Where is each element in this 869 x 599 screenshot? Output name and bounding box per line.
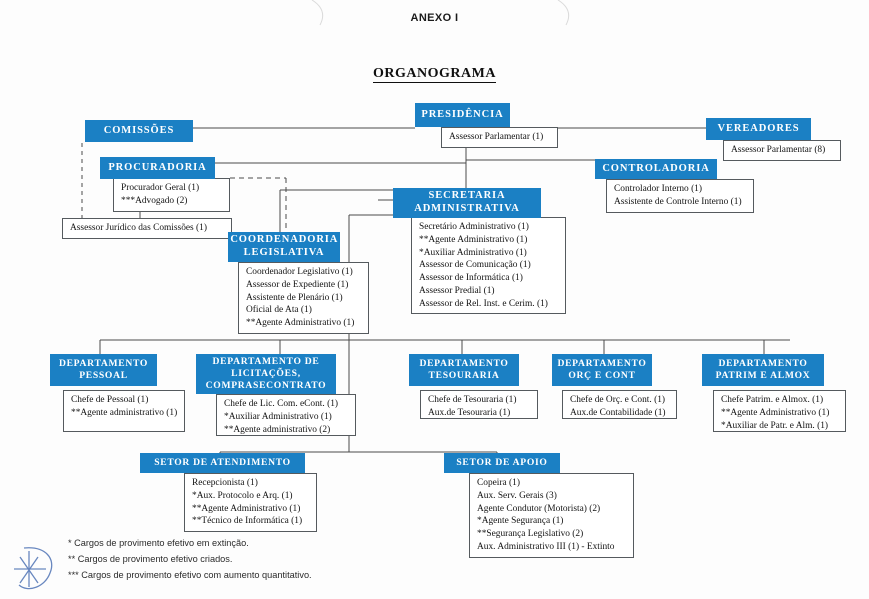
annex-label: ANEXO I	[410, 12, 459, 24]
node-secretaria-administrativa-header[interactable]: SECRETARIA ADMINISTRATIVA	[393, 188, 541, 218]
node-vereadores-list: Assessor Parlamentar (8)	[723, 140, 841, 161]
node-departamento-patrim-almox-list: Chefe Patrim. e Almox. (1) **Agente Admi…	[713, 390, 846, 432]
node-procuradoria-header[interactable]: PROCURADORIA	[100, 157, 215, 179]
list-item: Copeira (1)	[477, 478, 520, 488]
footnote-triple-asterisk: *** Cargos de provimento efetivo com aum…	[68, 569, 312, 580]
node-setor-apoio-title: SETOR DE APOIO	[456, 457, 548, 469]
node-departamento-tesouraria-header[interactable]: DEPARTAMENTO TESOURARIA	[409, 354, 519, 386]
list-item: Assessor Predial (1)	[419, 285, 495, 296]
list-item: *Auxiliar Administrativo (1)	[419, 247, 527, 258]
list-item: Coordenador Legislativo (1)	[246, 267, 353, 277]
list-item: **Agente Administrativo (1)	[419, 234, 528, 245]
list-item: Oficial de Ata (1)	[246, 305, 312, 316]
list-item: Assistente de Controle Interno (1)	[614, 196, 742, 207]
list-item: *Agente Segurança (1)	[477, 516, 564, 527]
node-comissoes-header[interactable]: COMISSÕES	[85, 120, 193, 142]
node-departamento-pessoal-title: DEPARTAMENTO PESSOAL	[58, 358, 149, 381]
node-comissoes-title: COMISSÕES	[103, 124, 175, 136]
node-setor-atendimento-header[interactable]: SETOR DE ATENDIMENTO	[140, 453, 305, 473]
list-item: Aux.de Tesouraria (1)	[428, 407, 511, 418]
list-item: Assessor de Rel. Inst. e Cerim. (1)	[419, 298, 548, 309]
node-setor-atendimento-list: Recepcionista (1) *Aux. Protocolo e Arq.…	[184, 473, 317, 533]
footnote-double-asterisk: ** Cargos de provimento efetivo criados.	[68, 553, 233, 564]
list-item: **Agente administrativo (1)	[71, 407, 178, 418]
node-setor-apoio-header[interactable]: SETOR DE APOIO	[444, 453, 560, 473]
list-item: Chefe de Tesouraria (1)	[428, 395, 517, 405]
node-secretaria-administrativa-title: SECRETARIA ADMINISTRATIVA	[414, 190, 520, 214]
list-item: **Agente administrativo (2)	[224, 424, 331, 435]
node-comissoes-list: Assessor Jurídico das Comissões (1)	[62, 218, 232, 239]
list-item: Recepcionista (1)	[192, 478, 258, 488]
list-item: Procurador Geral (1)	[121, 183, 200, 193]
node-vereadores-title: VEREADORES	[717, 122, 800, 134]
list-item: Assessor Jurídico das Comissões (1)	[70, 223, 207, 233]
list-item: *Auxiliar de Patr. e Alm. (1)	[721, 420, 829, 431]
list-item: Assessor Parlamentar (1)	[449, 132, 544, 142]
list-item: **Agente Administrativo (1)	[721, 407, 830, 418]
page-title: ORGANOGRAMA	[0, 66, 869, 83]
node-departamento-pessoal-list: Chefe de Pessoal (1) **Agente administra…	[63, 390, 185, 432]
node-controladoria-list: Controlador Interno (1) Assistente de Co…	[606, 179, 754, 213]
list-item: Aux.de Contabilidade (1)	[570, 407, 666, 418]
scan-artifact-arc-right	[557, 0, 570, 26]
node-departamento-patrim-almox-header[interactable]: DEPARTAMENTO PATRIM E ALMOX	[702, 354, 824, 386]
list-item: **Agente Administrativo (1)	[246, 318, 355, 329]
list-item: Aux. Serv. Gerais (3)	[477, 490, 557, 501]
list-item: Assessor de Expediente (1)	[246, 279, 349, 290]
node-presidencia-list: Assessor Parlamentar (1)	[441, 127, 558, 148]
node-setor-apoio-list: Copeira (1) Aux. Serv. Gerais (3) Agente…	[469, 473, 634, 558]
list-item: Chefe de Pessoal (1)	[71, 395, 149, 405]
list-item: **Técnico de Informática (1)	[192, 516, 303, 527]
list-item: Chefe Patrim. e Almox. (1)	[721, 395, 824, 405]
node-departamento-tesouraria-list: Chefe de Tesouraria (1) Aux.de Tesourari…	[420, 390, 538, 419]
node-departamento-licitacoes-header[interactable]: DEPARTAMENTO DE LICITAÇÕES, COMPRASECONT…	[196, 354, 336, 394]
node-presidencia-title: PRESIDÊNCIA	[421, 108, 504, 120]
node-secretaria-administrativa-list: Secretário Administrativo (1) **Agente A…	[411, 217, 566, 315]
node-departamento-licitacoes-title: DEPARTAMENTO DE LICITAÇÕES, COMPRASECONT…	[205, 356, 327, 391]
list-item: Secretário Administrativo (1)	[419, 222, 529, 232]
list-item: **Agente Administrativo (1)	[192, 503, 301, 514]
list-item: Agente Condutor (Motorista) (2)	[477, 503, 601, 514]
list-item: Chefe de Orç. e Cont. (1)	[570, 395, 666, 405]
node-departamento-licitacoes-list: Chefe de Lic. Com. eCont. (1) *Auxiliar …	[216, 394, 356, 436]
list-item: Controlador Interno (1)	[614, 184, 702, 194]
page-title-text: ORGANOGRAMA	[373, 66, 496, 83]
list-item: Chefe de Lic. Com. eCont. (1)	[224, 399, 339, 409]
node-controladoria-title: CONTROLADORIA	[602, 162, 710, 174]
list-item: *Auxiliar Administrativo (1)	[224, 411, 332, 422]
list-item: Aux. Administrativo III (1) - Extinto	[477, 541, 615, 552]
node-departamento-patrim-almox-title: DEPARTAMENTO PATRIM E ALMOX	[715, 358, 811, 381]
list-item: Assessor de Informática (1)	[419, 273, 523, 284]
signature-stamp-icon	[14, 547, 53, 590]
node-departamento-tesouraria-title: DEPARTAMENTO TESOURARIA	[419, 358, 509, 381]
node-procuradoria-list: Procurador Geral (1) ***Advogado (2)	[113, 178, 230, 212]
list-item: Assessor de Comunicação (1)	[419, 260, 531, 271]
node-departamento-pessoal-header[interactable]: DEPARTAMENTO PESSOAL	[50, 354, 157, 386]
node-vereadores-header[interactable]: VEREADORES	[706, 118, 811, 140]
node-coordenadoria-legislativa-title: COORDENADORIA LEGISLATIVA	[230, 234, 339, 258]
node-setor-atendimento-title: SETOR DE ATENDIMENTO	[154, 457, 291, 469]
list-item: Assistente de Plenário (1)	[246, 292, 343, 303]
node-departamento-orc-cont-header[interactable]: DEPARTAMENTO ORÇ E CONT	[552, 354, 652, 386]
node-procuradoria-title: PROCURADORIA	[108, 161, 207, 173]
list-item: *Aux. Protocolo e Arq. (1)	[192, 490, 293, 501]
list-item: ***Advogado (2)	[121, 195, 188, 206]
list-item: **Segurança Legislativo (2)	[477, 529, 584, 540]
footnotes: * Cargos de provimento efetivo em extinç…	[68, 536, 312, 583]
scan-artifact-arc-left	[311, 0, 324, 26]
node-coordenadoria-legislativa-list: Coordenador Legislativo (1) Assessor de …	[238, 262, 369, 334]
node-departamento-orc-cont-title: DEPARTAMENTO ORÇ E CONT	[557, 358, 647, 381]
footnote-single-asterisk: * Cargos de provimento efetivo em extinç…	[68, 538, 249, 548]
node-departamento-orc-cont-list: Chefe de Orç. e Cont. (1) Aux.de Contabi…	[562, 390, 677, 419]
list-item: Assessor Parlamentar (8)	[731, 145, 826, 155]
node-presidencia-header[interactable]: PRESIDÊNCIA	[415, 103, 510, 127]
node-coordenadoria-legislativa-header[interactable]: COORDENADORIA LEGISLATIVA	[228, 232, 340, 262]
node-controladoria-header[interactable]: CONTROLADORIA	[595, 159, 717, 179]
